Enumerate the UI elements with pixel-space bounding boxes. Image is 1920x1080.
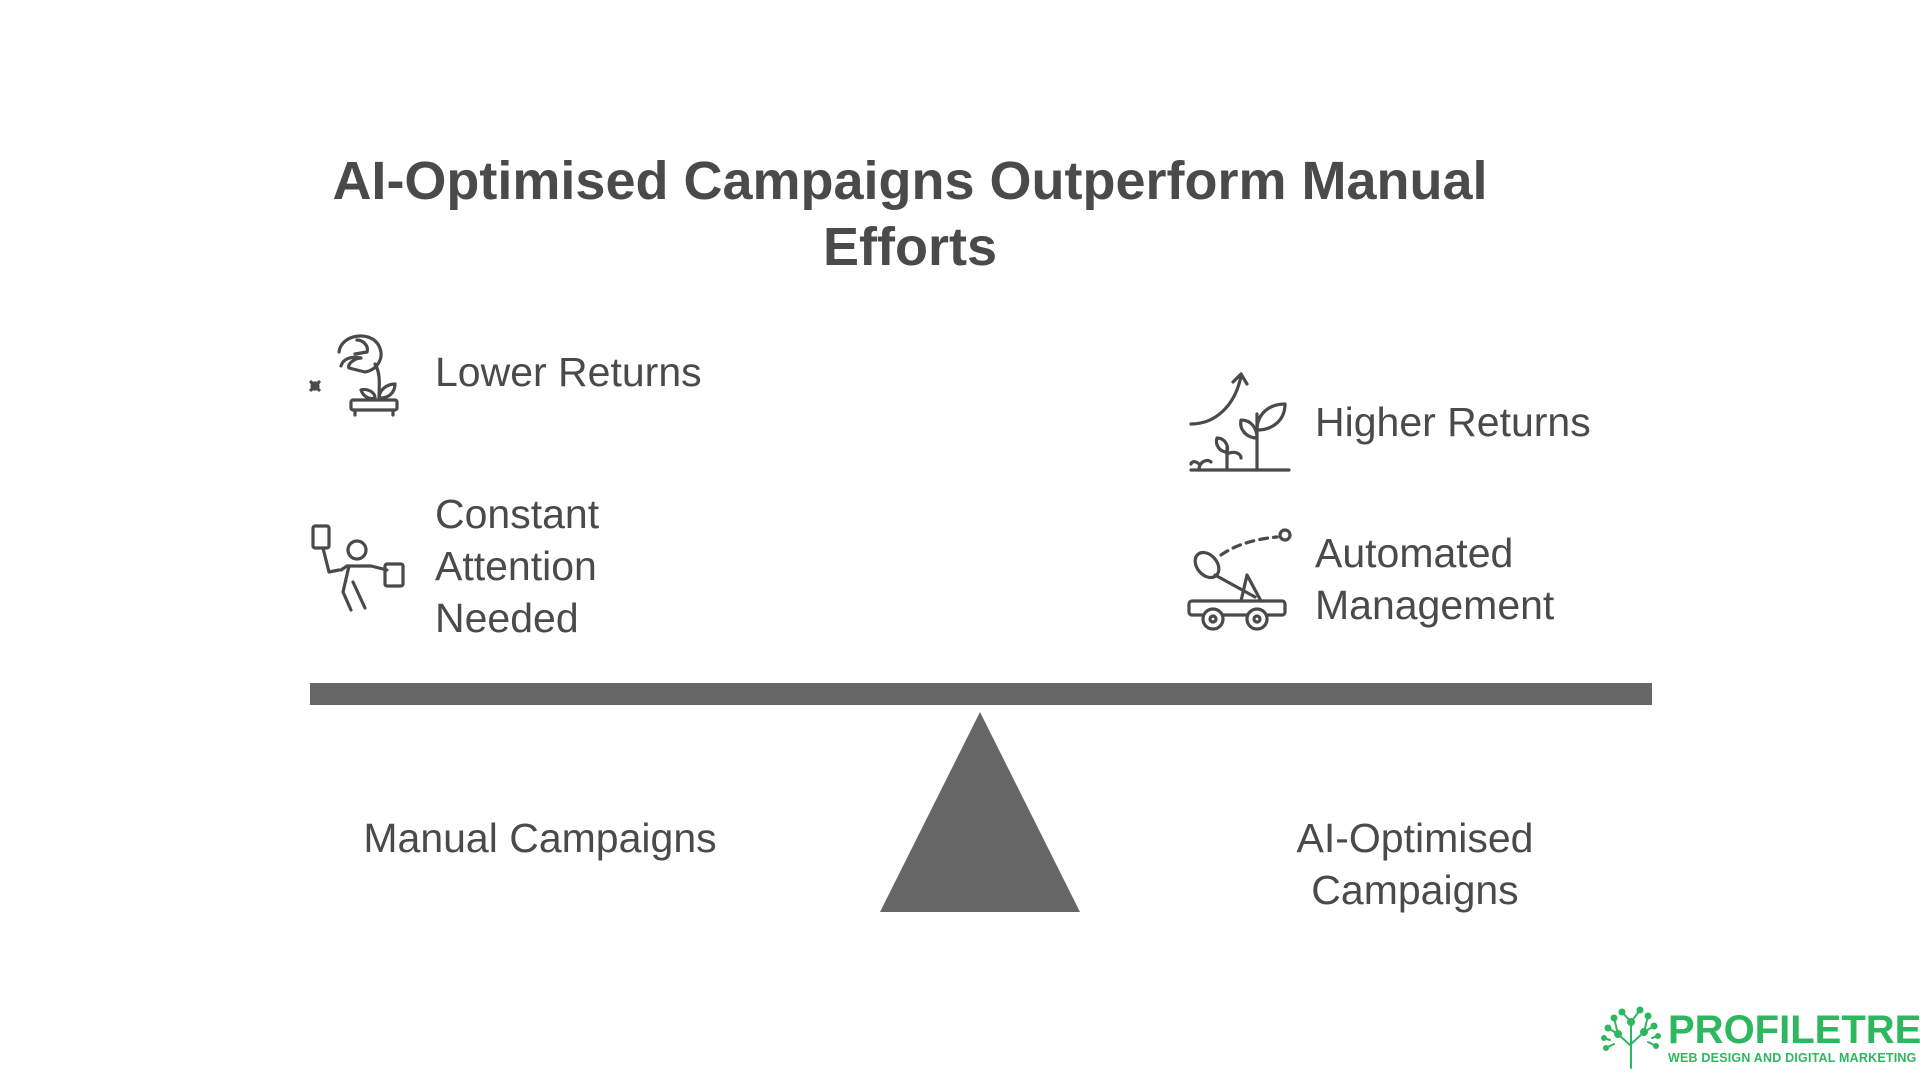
left-side-label: Manual Campaigns	[363, 815, 717, 861]
fulcrum-triangle	[880, 712, 1080, 912]
wilting-plant-icon	[305, 318, 413, 426]
right-item-label: Higher Returns	[1315, 399, 1591, 445]
right-item-automated-management: Automated Management	[1185, 525, 1585, 633]
tree-logo-icon	[1601, 1006, 1661, 1069]
catapult-icon	[1185, 525, 1293, 633]
left-item-constant-attention: Constant Attention Needed	[305, 488, 635, 644]
left-item-lower-returns: Lower Returns	[305, 318, 702, 426]
right-item-higher-returns: Higher Returns	[1185, 368, 1591, 476]
left-item-label: Lower Returns	[435, 349, 702, 395]
logo-text: PROFILETREE WEB DESIGN AND DIGITAL MARKE…	[1668, 1009, 1920, 1065]
diagram-title: AI-Optimised Campaigns Outperform Manual…	[332, 151, 1488, 277]
logo-tagline: WEB DESIGN AND DIGITAL MARKETING	[1668, 1051, 1917, 1065]
juggling-person-icon	[305, 512, 413, 620]
right-item-label: Automated Management	[1315, 530, 1555, 628]
logo-name: PROFILETREE	[1668, 1008, 1920, 1052]
profiletree-logo: PROFILETREE WEB DESIGN AND DIGITAL MARKE…	[1600, 1003, 1920, 1071]
right-side-label: AI-Optimised Campaigns	[1296, 815, 1534, 913]
left-item-label: Constant Attention Needed	[435, 491, 600, 641]
growth-plant-arrow-icon	[1185, 368, 1293, 476]
balance-beam	[310, 683, 1652, 705]
